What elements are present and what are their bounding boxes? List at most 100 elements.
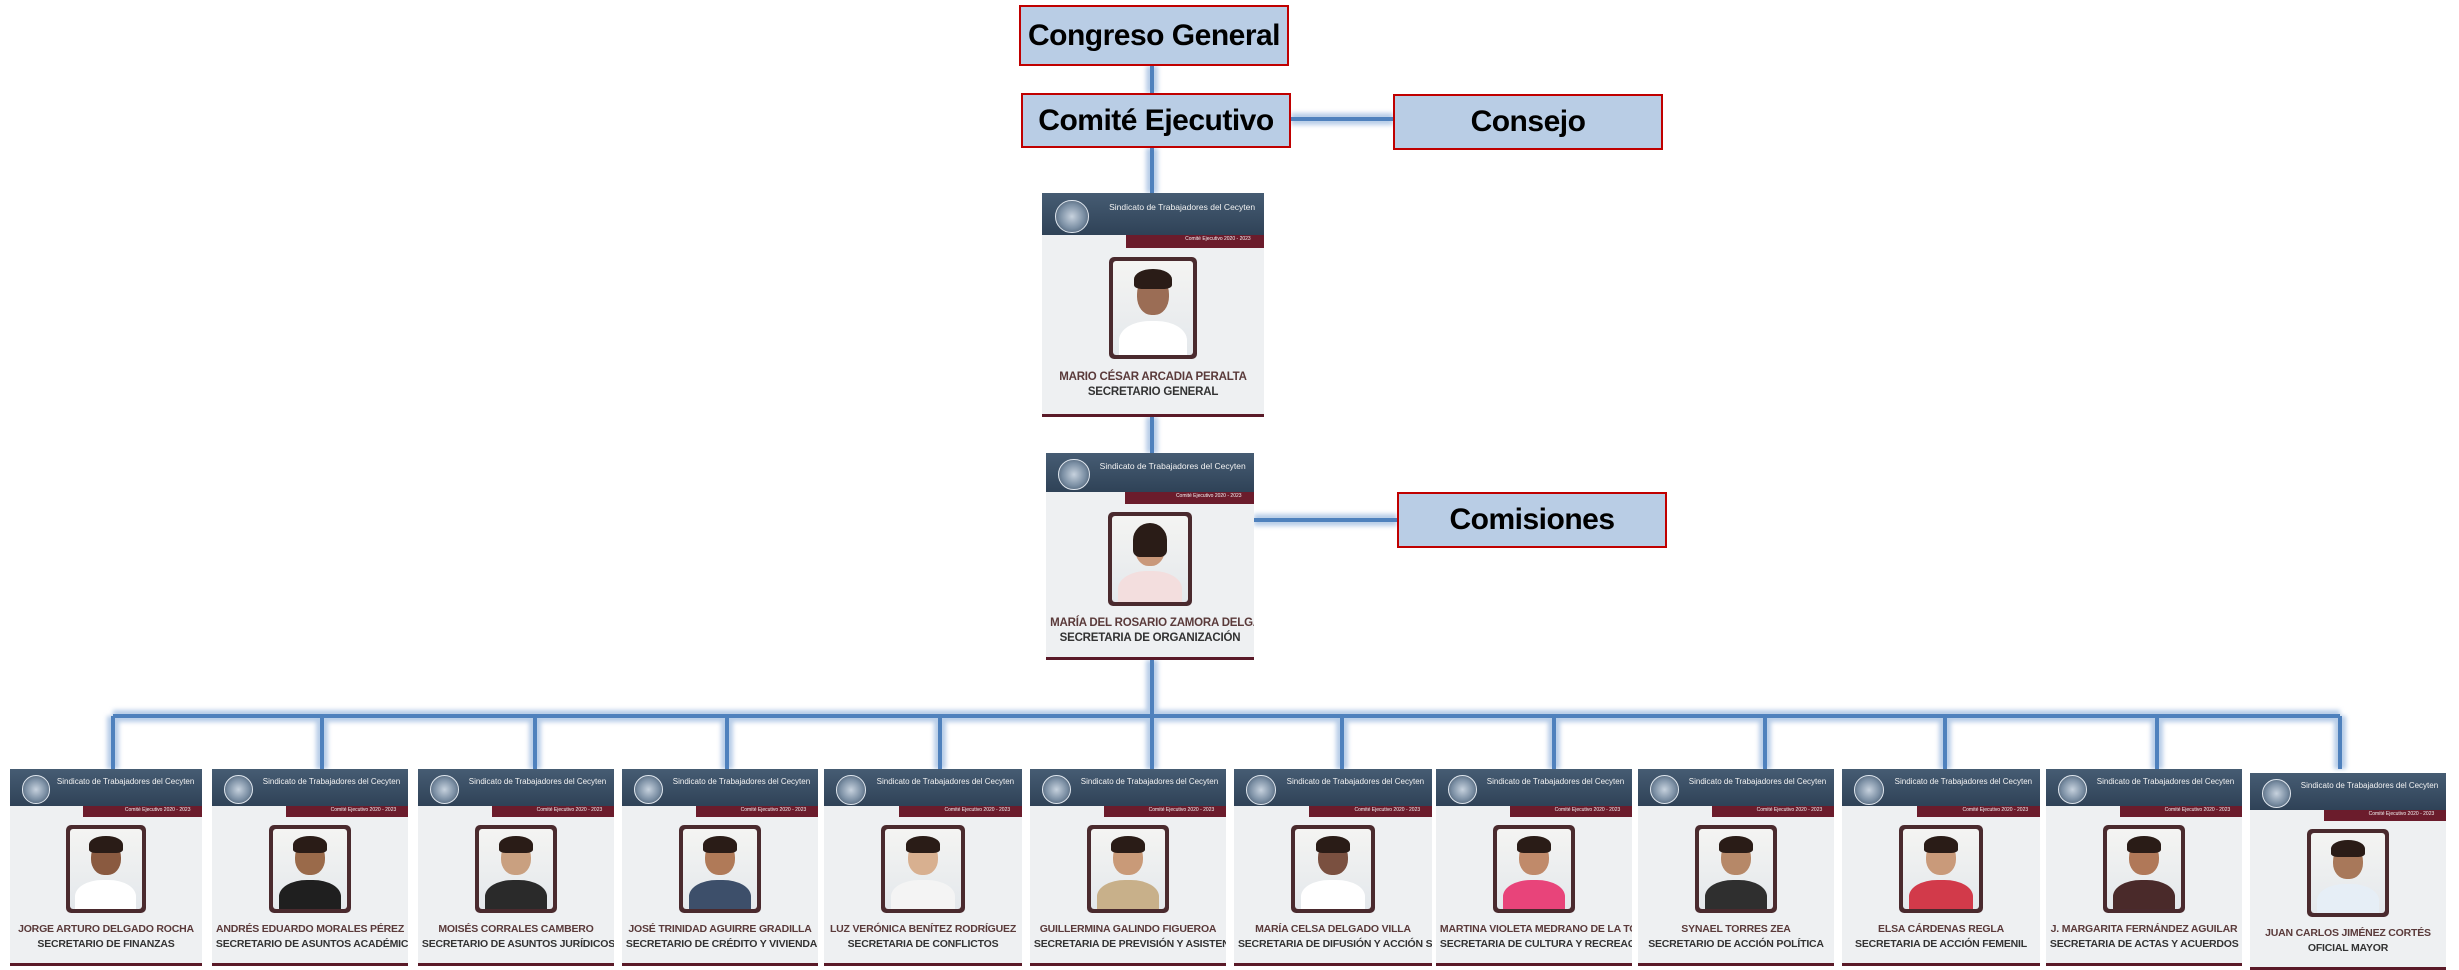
portrait-frame [2102,825,2186,913]
card-period: Comité Ejecutivo 2020 - 2023 [1756,806,1823,813]
portrait-photo [478,829,554,909]
member-role: SECRETARIO DE CRÉDITO Y VIVIENDA [625,937,818,950]
union-seal-icon [1245,774,1276,805]
member-name: J. MARGARITA FERNÁNDEZ AGUILAR [2050,923,2238,936]
member-role: SECRETARIO DE FINANZAS [37,937,175,950]
member-role: SECRETARIA DE ACCIÓN FEMENIL [1855,937,2027,950]
card-accent-band [82,805,202,818]
portrait-photo [1903,829,1979,909]
portrait-frame [678,825,762,913]
card-org-name: Sindicato de Trabajadores del Cecyten [672,776,811,786]
card-accent-band [1104,805,1226,818]
card-accent-band [1126,234,1264,249]
union-seal-icon [633,774,664,805]
portrait-photo [1112,516,1188,602]
card-period: Comité Ejecutivo 2020 - 2023 [1175,492,1242,499]
consejo-box: Consejo [1393,94,1663,150]
member-role: SECRETARIA DE ORGANIZACIÓN [1059,631,1241,644]
card-period: Comité Ejecutivo 2020 - 2023 [2164,806,2231,813]
member-name: JORGE ARTURO DELGADO ROCHA [18,923,194,936]
union-seal-icon [1058,459,1090,491]
card-secretaria-organizacion: Sindicato de Trabajadores del Cecyten Co… [1046,453,1254,660]
union-seal-icon [2057,774,2088,805]
card-org-name: Sindicato de Trabajadores del Cecyten [262,776,401,786]
card-org-name: Sindicato de Trabajadores del Cecyten [1099,461,1246,472]
card-org-name: Sindicato de Trabajadores del Cecyten [2300,780,2439,790]
portrait-frame [1291,825,1375,913]
portrait-photo [1295,829,1371,909]
card-org-name: Sindicato de Trabajadores del Cecyten [1109,201,1256,212]
portrait-photo [1698,829,1774,909]
card-period: Comité Ejecutivo 2020 - 2023 [1148,806,1215,813]
member-name: JUAN CARLOS JIMÉNEZ CORTÉS [2265,927,2431,940]
card-org-name: Sindicato de Trabajadores del Cecyten [1080,776,1219,786]
card-period: Comité Ejecutivo 2020 - 2023 [2368,810,2435,817]
member-role: OFICIAL MAYOR [2307,941,2389,954]
portrait-frame [881,825,965,913]
member-role: SECRETARIA DE DIFUSIÓN Y ACCIÓN SOCIAL [1237,937,1432,950]
card-org-name: Sindicato de Trabajadores del Cecyten [1486,776,1625,786]
union-seal-icon [835,774,866,805]
portrait-photo [2310,833,2386,913]
member-role: SECRETARIO GENERAL [1087,386,1219,399]
card-accent-band [899,805,1022,818]
card-accent-band [1125,491,1254,504]
congreso-general-label: Congreso General [1027,18,1281,52]
card-accent-band [1712,805,1834,818]
member-name: LUZ VERÓNICA BENÍTEZ RODRÍGUEZ [829,923,1017,936]
member-name: ANDRÉS EDUARDO MORALES PÉREZ [215,923,405,936]
comite-ejecutivo-label: Comité Ejecutivo [1038,103,1274,137]
card-period: Comité Ejecutivo 2020 - 2023 [330,806,397,813]
portrait-frame [1694,825,1778,913]
union-seal-icon [1055,199,1089,233]
comite-ejecutivo-box: Comité Ejecutivo [1021,93,1291,148]
member-role: SECRETARIO DE ACCIÓN POLÍTICA [1648,937,1824,950]
card-org-name: Sindicato de Trabajadores del Cecyten [2096,776,2235,786]
member-role: SECRETARIA DE CONFLICTOS [847,937,999,950]
card-org-name: Sindicato de Trabajadores del Cecyten [1894,776,2033,786]
union-seal-icon [21,774,51,804]
member-name: JOSÉ TRINIDAD AGUIRRE GRADILLA [628,923,812,936]
member-role: SECRETARIA DE CULTURA Y RECREACIÓN [1439,937,1632,950]
card-secretario-general: Sindicato de Trabajadores del Cecyten Co… [1042,193,1264,417]
portrait-frame [1492,825,1576,913]
portrait-photo [885,829,961,909]
member-role: SECRETARIO DE ASUNTOS JURÍDICOS [421,937,614,950]
member-name: GUILLERMINA GALINDO FIGUEROA [1039,923,1217,936]
card-accent-band [1309,805,1432,818]
card-org-name: Sindicato de Trabajadores del Cecyten [56,776,195,786]
member-name: MARTINA VIOLETA MEDRANO DE LA TORRE [1439,923,1632,936]
portrait-frame [474,825,558,913]
card-period: Comité Ejecutivo 2020 - 2023 [124,806,191,813]
member-role: SECRETARIO DE ASUNTOS ACADÉMICOS [215,937,408,950]
union-seal-icon [223,774,254,805]
portrait-frame [1899,825,1983,913]
card-accent-band [492,805,614,818]
union-seal-icon [2261,778,2292,809]
union-seal-icon [1041,774,1072,805]
union-seal-icon [1853,774,1884,805]
card-period: Comité Ejecutivo 2020 - 2023 [944,806,1011,813]
portrait-photo [682,829,758,909]
member-name: MARÍA DEL ROSARIO ZAMORA DELGADO [1050,617,1254,630]
member-name: SYNAEL TORRES ZEA [1681,923,1791,936]
member-name: MARÍA CELSA DELGADO VILLA [1255,923,1411,936]
card-org-name: Sindicato de Trabajadores del Cecyten [1286,776,1425,786]
card-period: Comité Ejecutivo 2020 - 2023 [1554,806,1621,813]
portrait-frame [1086,825,1170,913]
union-seal-icon [429,774,460,805]
card-org-name: Sindicato de Trabajadores del Cecyten [1688,776,1827,786]
card-accent-band [696,805,818,818]
card-org-name: Sindicato de Trabajadores del Cecyten [876,776,1015,786]
